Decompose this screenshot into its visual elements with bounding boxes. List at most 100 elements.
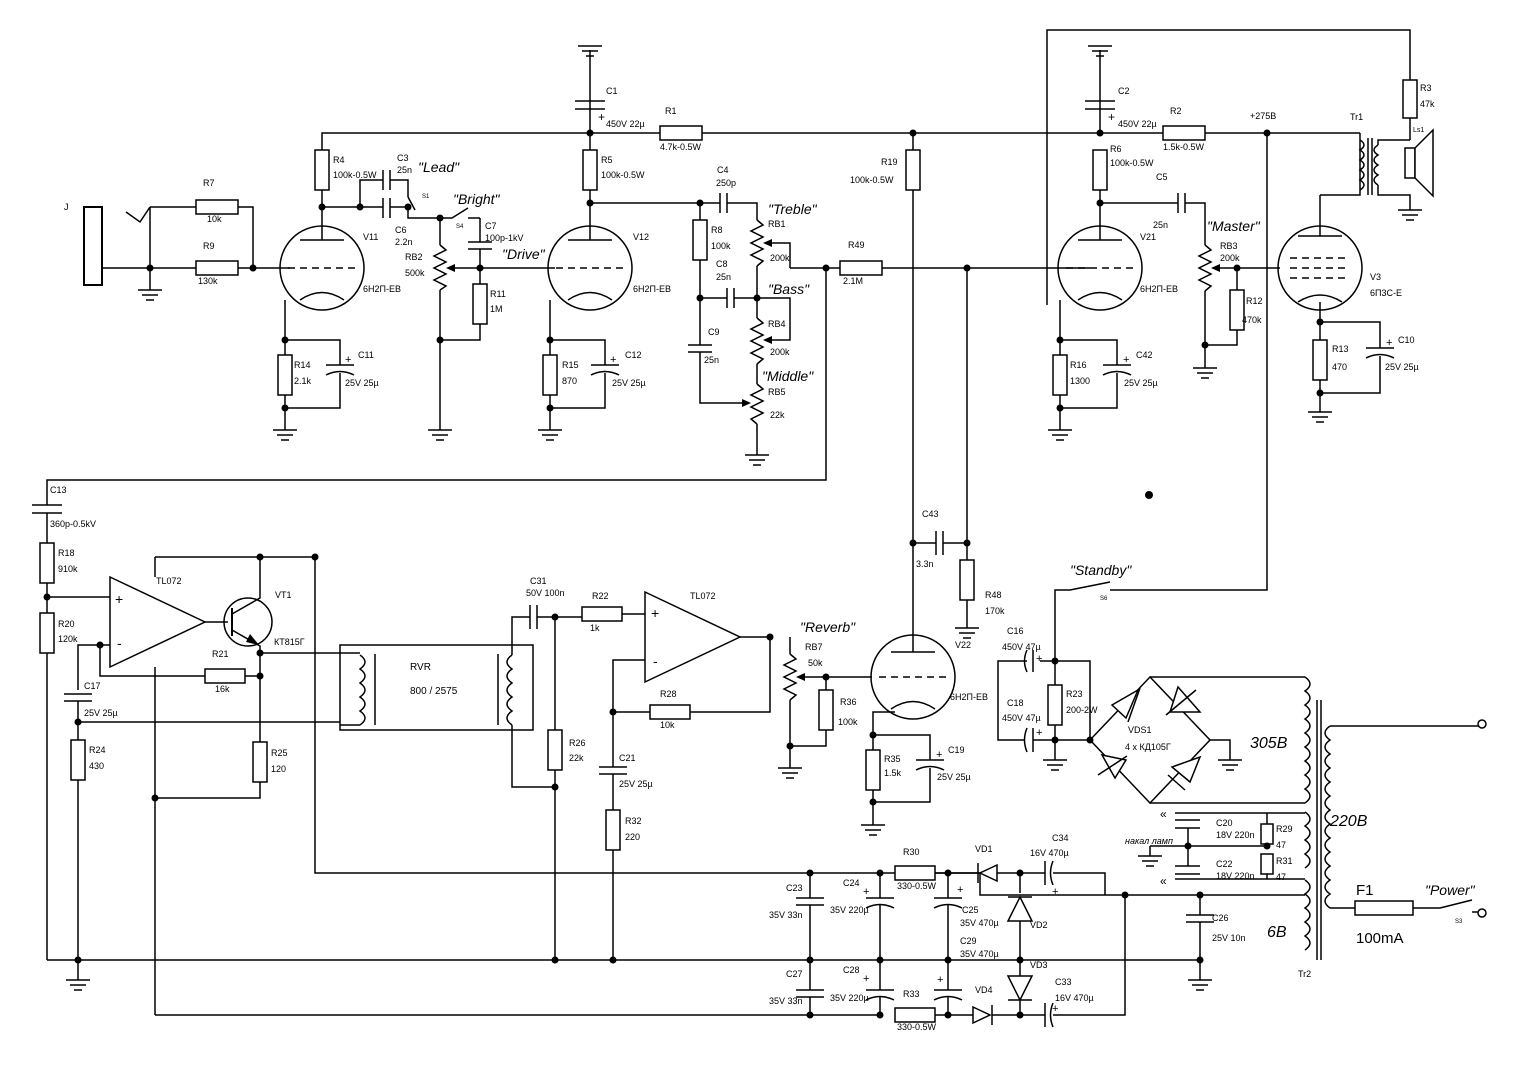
capacitor-c12: C12 25V 25µ +	[550, 339, 646, 409]
svg-text:Tr1: Tr1	[1350, 112, 1363, 122]
resistor-r24: R24 430	[65, 739, 106, 991]
svg-text:R30: R30	[903, 847, 920, 857]
output-transformer-tr1: Tr1	[1320, 112, 1423, 221]
capacitor-c5: C5 25n	[1100, 172, 1206, 245]
svg-text:V3: V3	[1370, 272, 1381, 282]
svg-text:100mA: 100mA	[1356, 930, 1404, 947]
svg-text:C43: C43	[922, 509, 939, 519]
svg-text:6В: 6В	[1267, 924, 1287, 941]
capacitor-c21: C21 25V 25µ	[599, 712, 653, 810]
svg-text:VD4: VD4	[975, 985, 993, 995]
capacitor-c29: C29 35V 470µ +	[933, 936, 999, 1015]
svg-text:+: +	[1386, 337, 1392, 349]
svg-text:+: +	[610, 354, 616, 366]
transistor-vt1: VT1 КТ815Г	[223, 557, 305, 676]
svg-text:Ls1: Ls1	[1413, 127, 1424, 134]
svg-text:C7: C7	[485, 221, 497, 231]
resistor-r3: R3 47k	[1402, 79, 1435, 140]
resistor-r25: R25 120	[155, 676, 288, 799]
svg-text:C26: C26	[1212, 913, 1229, 923]
svg-text:R7: R7	[203, 178, 215, 188]
capacitor-c10: C10 25V 25µ +	[1320, 321, 1419, 394]
svg-text:450V 47µ: 450V 47µ	[1002, 713, 1041, 723]
resistor-r4: R4 100k-0.5W	[314, 149, 377, 191]
svg-text:Tr2: Tr2	[1298, 969, 1311, 979]
diode-vd3: VD3	[1006, 960, 1048, 1015]
bass-label: "Bass"	[768, 281, 810, 297]
reverb-tank-rvr: RVR 800 / 2575	[339, 644, 534, 731]
svg-text:200k: 200k	[770, 347, 790, 357]
lead-switch: S1	[407, 194, 430, 211]
svg-text:R16: R16	[1070, 360, 1087, 370]
svg-text:450V 47µ: 450V 47µ	[1002, 642, 1041, 652]
svg-text:430: 430	[89, 761, 104, 771]
svg-text:25n: 25n	[397, 165, 412, 175]
capacitor-c11: C11 25V 25µ +	[285, 339, 379, 409]
svg-text:C23: C23	[786, 883, 803, 893]
svg-text:25n: 25n	[1153, 220, 1168, 230]
treble-label: "Treble"	[768, 201, 818, 217]
resistor-r35: R35 1.5k	[860, 749, 902, 836]
drive-label: "Drive"	[502, 246, 546, 262]
svg-text:16V 470µ: 16V 470µ	[1030, 848, 1069, 858]
svg-text:22k: 22k	[770, 410, 785, 420]
svg-text:100k-0.5W: 100k-0.5W	[1110, 158, 1154, 168]
svg-text:C3: C3	[397, 153, 409, 163]
svg-text:1M: 1M	[490, 304, 503, 314]
svg-text:360p-0.5kV: 360p-0.5kV	[50, 519, 96, 529]
svg-text:25V 25µ: 25V 25µ	[1124, 378, 1158, 388]
svg-text:«: «	[1160, 807, 1167, 821]
svg-text:R6: R6	[1110, 144, 1122, 154]
resistor-r6: R6 100k-0.5W	[1092, 144, 1154, 191]
svg-text:25V 10n: 25V 10n	[1212, 933, 1246, 943]
svg-text:35V 470µ: 35V 470µ	[960, 918, 999, 928]
middle-label: "Middle"	[762, 368, 814, 384]
svg-text:+: +	[115, 591, 123, 607]
svg-text:VD3: VD3	[1030, 960, 1048, 970]
svg-text:R23: R23	[1066, 689, 1083, 699]
svg-text:6Н2П-ЕВ: 6Н2П-ЕВ	[1140, 284, 1178, 294]
bridge-rectifier-vds1: VDS1 4 x КД105Г	[1088, 675, 1305, 805]
svg-text:+: +	[936, 749, 942, 761]
svg-text:100p-1kV: 100p-1kV	[485, 233, 524, 243]
svg-text:870: 870	[562, 376, 577, 386]
svg-text:35V 470µ: 35V 470µ	[960, 949, 999, 959]
svg-text:450V 22µ: 450V 22µ	[1118, 119, 1157, 129]
resistor-r19: R19 100k-0.5W	[850, 149, 921, 640]
svg-text:25V 25µ: 25V 25µ	[937, 772, 971, 782]
svg-text:10k: 10k	[660, 720, 675, 730]
svg-text:+: +	[598, 110, 605, 124]
reverb-send-wire	[46, 268, 827, 505]
capacitor-c13: C13 360p-0.5kV	[32, 485, 96, 543]
svg-text:R9: R9	[203, 241, 215, 251]
svg-text:R49: R49	[848, 240, 865, 250]
svg-text:F1: F1	[1356, 882, 1374, 899]
svg-text:R19: R19	[881, 157, 898, 167]
svg-text:C34: C34	[1052, 833, 1069, 843]
svg-text:C17: C17	[84, 681, 101, 691]
svg-text:35V 33n: 35V 33n	[769, 910, 803, 920]
svg-text:«: «	[1160, 874, 1167, 888]
svg-text:C20: C20	[1216, 818, 1233, 828]
capacitor-c2: C2 450V 22µ +	[1085, 45, 1157, 129]
svg-text:C10: C10	[1398, 335, 1415, 345]
plus-275-label: +275В	[1250, 111, 1276, 121]
svg-text:C24: C24	[843, 878, 860, 888]
svg-text:+: +	[651, 605, 659, 621]
svg-text:R18: R18	[58, 548, 75, 558]
svg-text:25V 25µ: 25V 25µ	[612, 378, 646, 388]
resistor-r15: R15 870	[537, 340, 579, 441]
svg-text:1.5k-0.5W: 1.5k-0.5W	[1163, 142, 1205, 152]
svg-text:100k: 100k	[838, 717, 858, 727]
svg-text:+: +	[1036, 653, 1042, 665]
svg-text:S1: S1	[422, 194, 430, 200]
master-label: "Master"	[1207, 218, 1261, 234]
svg-text:RB2: RB2	[405, 252, 423, 262]
svg-text:C11: C11	[358, 350, 374, 360]
svg-text:R4: R4	[333, 155, 345, 165]
pot-rb7: RB7 50k	[777, 637, 826, 779]
svg-text:2.1M: 2.1M	[843, 276, 863, 286]
svg-text:170k: 170k	[985, 606, 1005, 616]
svg-text:+: +	[1108, 110, 1115, 124]
standby-label: "Standby"	[1070, 562, 1132, 578]
